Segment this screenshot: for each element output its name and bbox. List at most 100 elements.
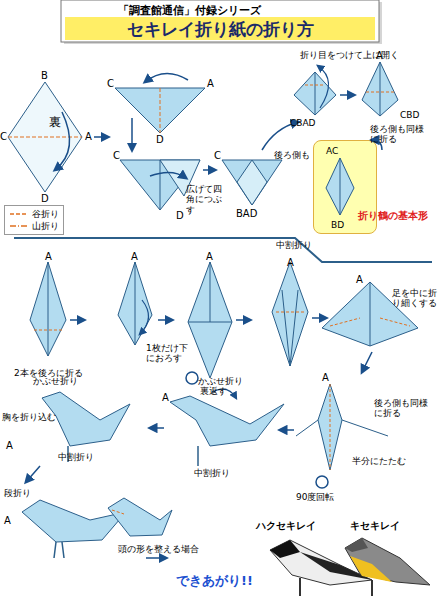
legend-line xyxy=(10,213,27,215)
step-arrow xyxy=(70,319,84,321)
legend-line xyxy=(10,225,27,227)
series-label: 「調査館通信」付録シリーズ xyxy=(118,5,261,18)
fold-label: 1枚だけ下におろす xyxy=(146,343,192,364)
crease xyxy=(340,158,341,215)
legend: 谷折り山折り xyxy=(4,205,64,235)
crease xyxy=(48,262,49,356)
fold-label: 胸を折り込む xyxy=(2,412,56,422)
fold-label: C xyxy=(113,150,120,162)
fold-label: A xyxy=(85,131,92,143)
fold-arrow xyxy=(150,172,186,178)
leg-line xyxy=(299,578,301,596)
leg-line xyxy=(62,542,64,558)
fold-label: CBAD xyxy=(290,118,316,128)
fold-label: 足を中に折り細くする xyxy=(392,288,438,309)
fold-label: できあがり!! xyxy=(176,574,253,589)
step-arrow xyxy=(146,557,166,559)
step-arrow xyxy=(280,429,294,431)
fold-label: かぶせ折り xyxy=(33,376,78,386)
fold-label: 裏返す xyxy=(200,386,227,396)
fold-label: 後ろ側も xyxy=(274,150,310,160)
valley-fold xyxy=(305,85,325,86)
fold-label: A xyxy=(206,251,213,263)
legend-sample xyxy=(9,222,29,230)
yellow-wagtail-belly xyxy=(350,556,392,582)
fold-label: 頭の形を整える場合 xyxy=(118,544,199,554)
fold-label: 広げて四角につぶす xyxy=(186,184,226,215)
step-arrow xyxy=(340,94,354,96)
fold-label: AC xyxy=(326,146,338,156)
fold-label: A xyxy=(207,78,214,90)
fold-label: ハクセキレイ xyxy=(256,520,316,532)
title: セキレイ折り紙の折り方 xyxy=(66,18,374,41)
valley-fold xyxy=(380,318,410,326)
step-arrow xyxy=(158,319,172,321)
crease xyxy=(370,282,371,346)
step-arrow xyxy=(131,118,133,150)
fold-label: 90度回転 xyxy=(296,492,334,502)
wing-line xyxy=(296,420,318,436)
fold-label: 段折り xyxy=(4,488,31,498)
fold-label: 中割折り xyxy=(276,240,312,250)
fold-label: 中割折り xyxy=(194,468,230,478)
square-paper xyxy=(8,82,82,192)
crease xyxy=(380,62,381,116)
fold-label: D xyxy=(41,193,49,205)
fold-label: A xyxy=(322,372,329,384)
crane-base xyxy=(118,262,152,345)
wing-line xyxy=(342,420,388,436)
crane-base xyxy=(30,262,66,356)
squashed-fold xyxy=(222,160,282,205)
yellow-wagtail-head xyxy=(345,538,368,552)
turn-over-symbol xyxy=(186,372,198,384)
fold-label: 折り目をつけて上に開く xyxy=(300,50,399,60)
square-base xyxy=(294,72,336,115)
valley-fold xyxy=(112,510,124,514)
step-arrow xyxy=(362,352,372,372)
fold-label: 裏 xyxy=(49,116,61,130)
fold-label: C xyxy=(214,150,221,162)
step-arrow xyxy=(312,317,326,319)
leg-line xyxy=(197,446,199,466)
title-band xyxy=(65,17,375,40)
crease xyxy=(210,262,211,322)
legend-sample xyxy=(9,210,29,218)
valley-fold xyxy=(8,137,82,138)
bird-fold xyxy=(108,498,172,536)
finished-birds xyxy=(270,538,430,596)
legend-row: 山折り xyxy=(9,220,59,232)
crease xyxy=(135,262,136,345)
valley-fold xyxy=(366,92,394,93)
fold-label: A xyxy=(356,274,363,286)
fold-label: キセキレイ xyxy=(350,520,400,532)
fold-label: B xyxy=(41,70,48,82)
fold-label: 半分にたたむ xyxy=(352,456,406,466)
leg-line xyxy=(54,542,56,558)
step-arrow xyxy=(94,136,108,138)
fold-arrow xyxy=(140,300,149,334)
kite-fold xyxy=(362,62,398,116)
fold-label: BAD xyxy=(236,208,257,220)
leg-line xyxy=(371,580,373,596)
fold-label: かぶせ折り xyxy=(198,376,243,386)
fold-label: A xyxy=(162,392,169,404)
valley-fold xyxy=(276,312,304,313)
square-flap xyxy=(237,160,267,205)
step-arrow xyxy=(150,427,164,429)
divider xyxy=(14,238,432,262)
fold-label: 後ろ側も同様に折る xyxy=(374,398,434,419)
crane-base xyxy=(188,262,232,378)
crease xyxy=(160,160,161,210)
fold-label: C xyxy=(107,78,114,90)
mountain-fold xyxy=(34,330,62,331)
legend-text: 谷折り xyxy=(32,208,59,220)
triangle-fold xyxy=(115,88,205,133)
legend-row: 谷折り xyxy=(9,208,59,220)
fold-label: BD xyxy=(331,220,344,230)
fold-label: A xyxy=(6,440,13,452)
fold-label: A xyxy=(287,257,294,269)
fold-label: C xyxy=(0,131,7,143)
crane-base xyxy=(272,262,308,366)
valley-fold xyxy=(330,384,331,470)
crease xyxy=(315,72,316,115)
